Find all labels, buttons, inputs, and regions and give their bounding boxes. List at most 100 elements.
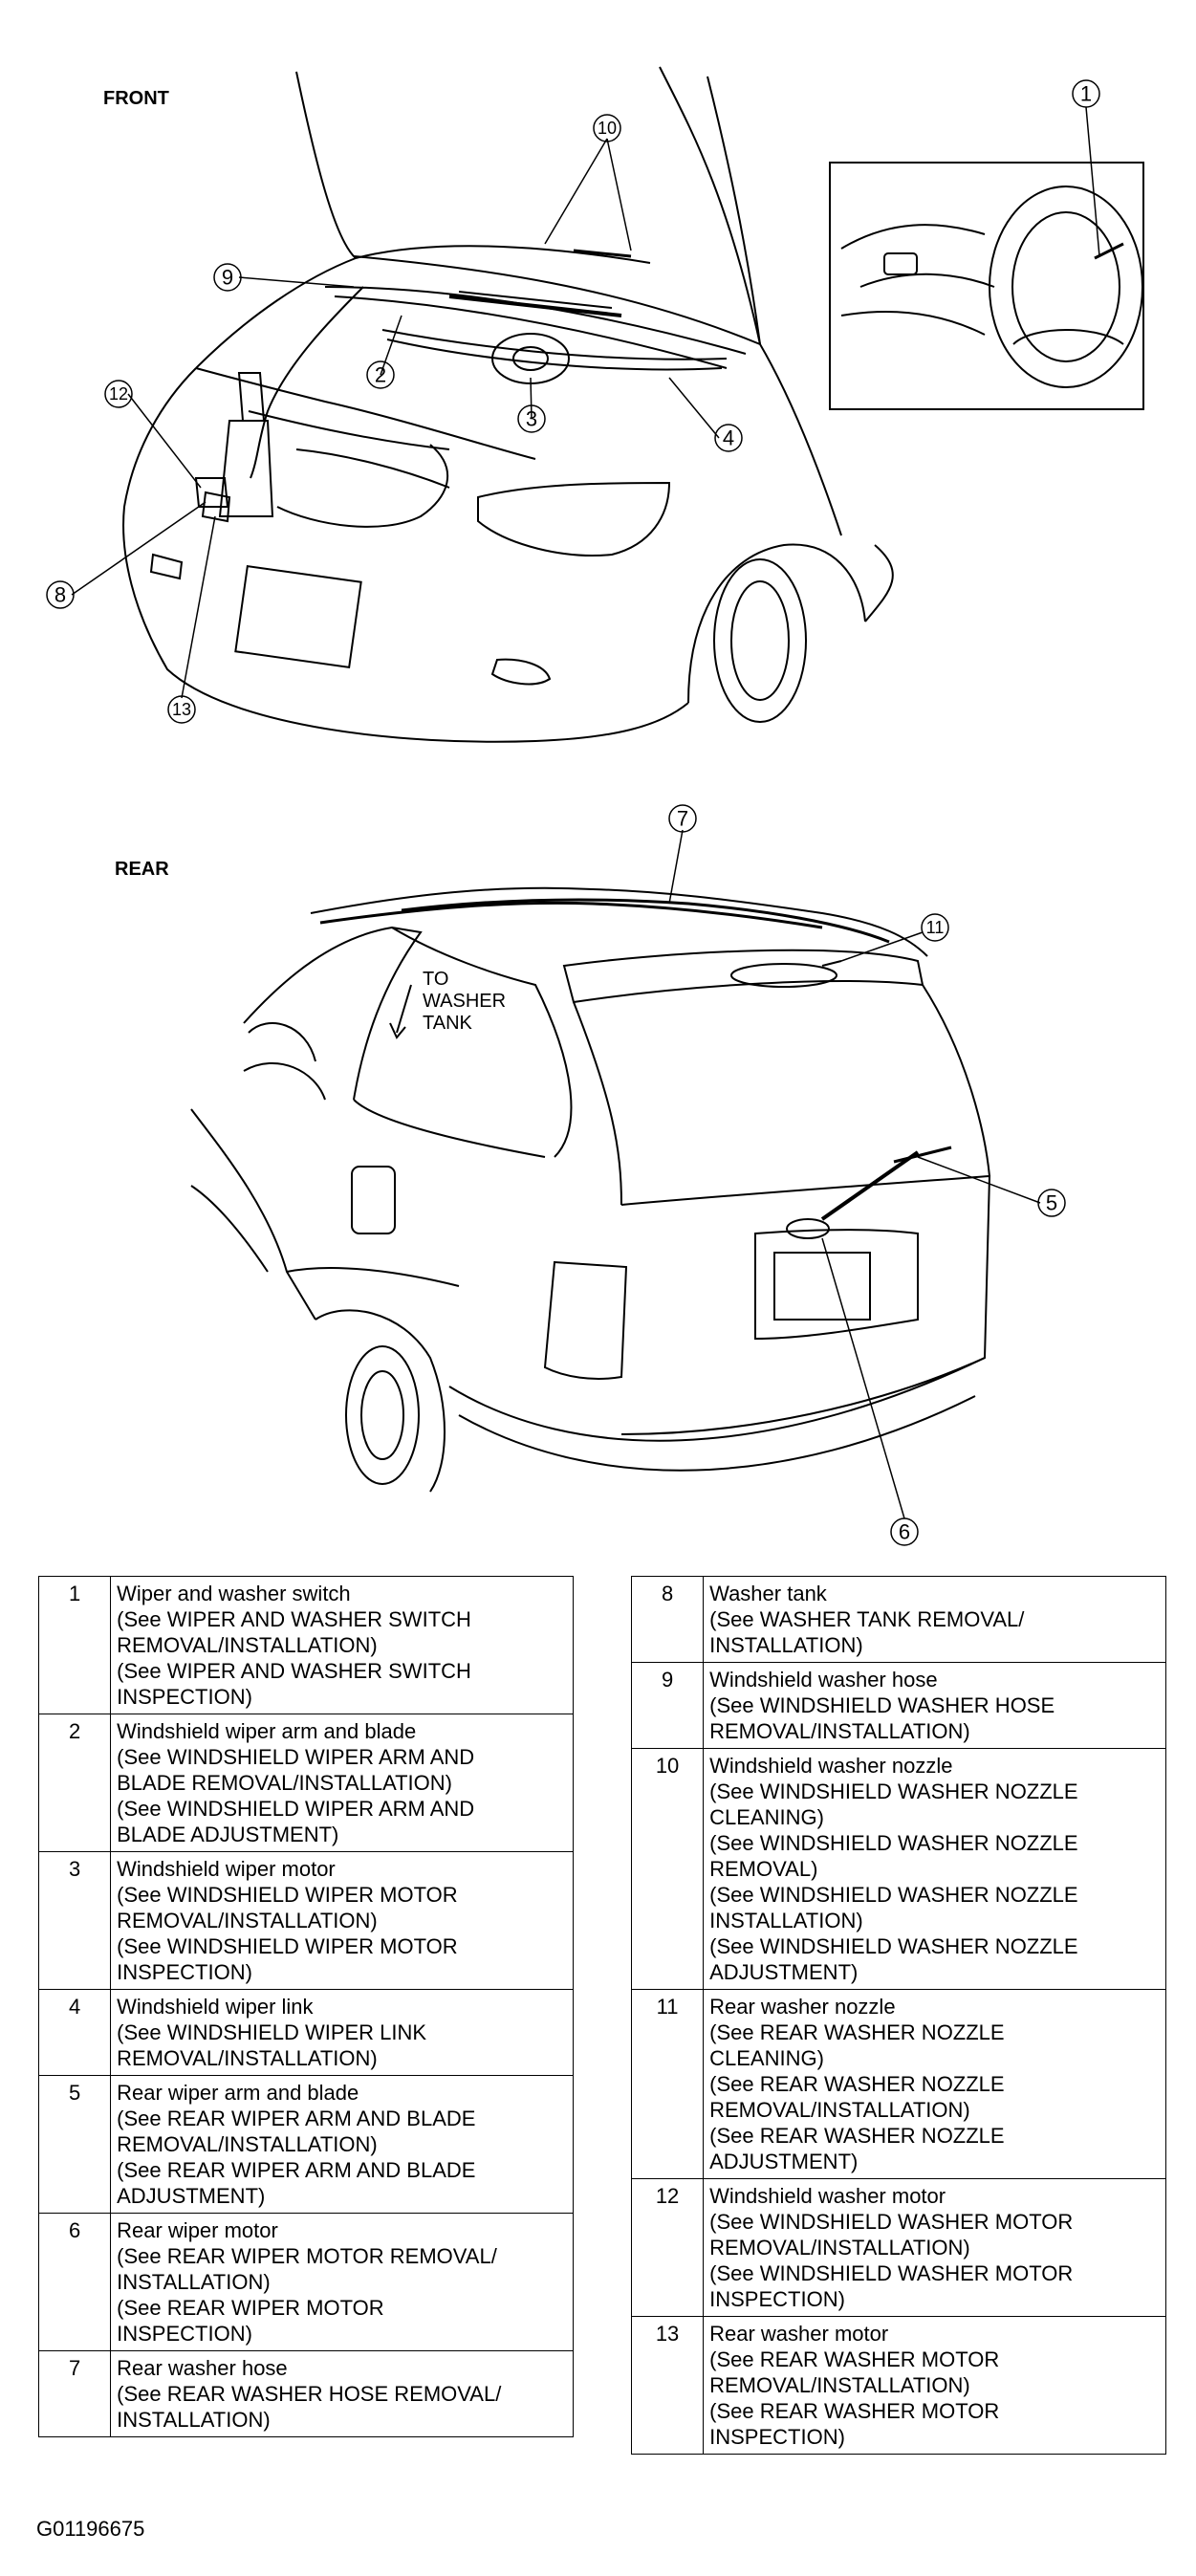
description-line: (See WINDSHIELD WIPER LINK — [117, 2020, 427, 2044]
callout-2: 2 — [375, 363, 386, 387]
item-description: Rear washer hose(See REAR WASHER HOSE RE… — [110, 2350, 574, 2437]
item-number: 3 — [37, 1851, 112, 1990]
to-washer-tank-line2: WASHER — [423, 991, 506, 1012]
callout-1: 1 — [1080, 82, 1092, 106]
wiper-washer-diagram: 1 2 3 4 5 6 7 8 9 10 11 12 13 TO WASHER … — [46, 66, 1144, 1546]
description-line: Windshield washer nozzle — [709, 1754, 953, 1778]
description-line: ADJUSTMENT) — [117, 2184, 266, 2208]
to-washer-tank-line3: TANK — [423, 1013, 473, 1034]
description-line: Rear washer hose — [117, 2356, 288, 2380]
item-description: Windshield washer hose(See WINDSHIELD WA… — [703, 1662, 1166, 1749]
description-line: REMOVAL/INSTALLATION) — [709, 2236, 970, 2259]
item-description: Rear wiper motor(See REAR WIPER MOTOR RE… — [110, 2213, 574, 2351]
description-line: REMOVAL/INSTALLATION) — [117, 1633, 378, 1657]
callout-11: 11 — [926, 918, 945, 937]
description-line: (See REAR WASHER NOZZLE — [709, 2124, 1005, 2148]
description-line: REMOVAL/INSTALLATION) — [117, 2046, 378, 2070]
item-description: Rear washer nozzle(See REAR WASHER NOZZL… — [703, 1989, 1166, 2179]
callout-6: 6 — [899, 1520, 910, 1544]
item-description: Windshield washer nozzle (See WINDSHIELD … — [703, 1748, 1166, 1990]
rear-vehicle-drawing — [190, 886, 991, 1493]
description-line: REMOVAL/INSTALLATION) — [709, 2373, 970, 2397]
callout-7: 7 — [677, 807, 688, 831]
callout-8: 8 — [54, 583, 66, 607]
description-line: (See REAR WASHER HOSE REMOVAL/ — [117, 2382, 502, 2406]
description-line: (See WINDSHIELD WIPER ARM AND — [117, 1745, 475, 1769]
description-line: (See WINDSHIELD WIPER MOTOR — [117, 1934, 458, 1958]
callout-4: 4 — [723, 426, 734, 450]
description-line: CLEANING) — [709, 1805, 824, 1829]
callout-12: 12 — [109, 384, 128, 404]
description-line: REMOVAL/INSTALLATION) — [709, 1719, 970, 1743]
item-description: Windshield wiper motor(See WINDSHIELD WI… — [110, 1851, 574, 1990]
description-line: (See WIPER AND WASHER SWITCH — [117, 1659, 471, 1683]
description-line: (See REAR WASHER NOZZLE — [709, 2020, 1005, 2044]
description-line: INSPECTION) — [117, 1685, 252, 1709]
description-line: (See REAR WIPER ARM AND BLADE — [117, 2107, 476, 2130]
description-line: (See REAR WIPER MOTOR — [117, 2296, 384, 2320]
description-line: INSPECTION) — [709, 2287, 845, 2311]
description-line: ADJUSTMENT) — [709, 2150, 859, 2173]
description-line: Rear wiper motor — [117, 2218, 278, 2242]
item-description: Washer tank(See WASHER TANK REMOVAL/INST… — [703, 1576, 1166, 1663]
item-number: 7 — [37, 2350, 112, 2437]
description-line: Washer tank — [709, 1582, 827, 1605]
description-line: Windshield washer hose — [709, 1668, 938, 1692]
description-line: (See WINDSHIELD WIPER MOTOR — [117, 1883, 458, 1907]
description-line: (See WINDSHIELD WASHER NOZZLE — [709, 1831, 1078, 1855]
description-line: (See REAR WIPER ARM AND BLADE — [117, 2158, 476, 2182]
item-description: Windshield wiper link(See WINDSHIELD WIP… — [110, 1989, 574, 2076]
description-line: BLADE ADJUSTMENT) — [117, 1823, 339, 1846]
description-line: (See WINDSHIELD WASHER MOTOR — [709, 2261, 1074, 2285]
item-number: 2 — [37, 1714, 112, 1852]
description-line: (See WIPER AND WASHER SWITCH — [117, 1607, 471, 1631]
callout-5: 5 — [1046, 1191, 1057, 1215]
description-line: (See REAR WASHER NOZZLE — [709, 2072, 1005, 2096]
description-line: REMOVAL/INSTALLATION) — [709, 2098, 970, 2122]
callout-numbers: 1 2 3 4 5 6 7 8 9 10 11 12 13 TO WASHER … — [54, 82, 1092, 1544]
item-number: 13 — [630, 2316, 705, 2455]
item-description: Windshield wiper arm and blade(See WINDS… — [110, 1714, 574, 1852]
callout-9: 9 — [222, 266, 233, 290]
item-number: 10 — [630, 1748, 705, 1990]
description-line: Rear wiper arm and blade — [117, 2081, 359, 2105]
leader-lines — [71, 106, 1100, 1519]
description-line: INSTALLATION) — [709, 1633, 863, 1657]
description-line: INSTALLATION) — [117, 2408, 271, 2432]
description-line: Windshield wiper link — [117, 1995, 314, 2019]
description-line: Windshield washer motor — [709, 2184, 946, 2208]
description-line: (See WINDSHIELD WASHER NOZZLE — [709, 1883, 1078, 1907]
callouts — [46, 79, 1100, 1546]
description-line: BLADE REMOVAL/INSTALLATION) — [117, 1771, 452, 1795]
description-line: REMOVAL/INSTALLATION) — [117, 2132, 378, 2156]
front-label: FRONT — [103, 88, 169, 109]
item-number: 9 — [630, 1662, 705, 1749]
description-line: Windshield wiper motor — [117, 1857, 336, 1881]
description-line: INSPECTION) — [709, 2425, 845, 2449]
description-line: (See WASHER TANK REMOVAL/ — [709, 1607, 1025, 1631]
callout-13: 13 — [172, 700, 191, 719]
front-vehicle-drawing — [122, 66, 894, 743]
item-number: 6 — [37, 2213, 112, 2351]
switch-inset — [829, 162, 1144, 410]
description-line: INSPECTION) — [117, 1960, 252, 1984]
description-line: REMOVAL/INSTALLATION) — [117, 1909, 378, 1932]
rear-label: REAR — [115, 859, 169, 880]
description-line: Windshield wiper arm and blade — [117, 1719, 417, 1743]
item-description: Windshield washer motor (See WINDSHIELD W… — [703, 2178, 1166, 2317]
item-description: Rear wiper arm and blade(See REAR WIPER … — [110, 2075, 574, 2214]
description-line: (See REAR WASHER MOTOR — [709, 2399, 1000, 2423]
